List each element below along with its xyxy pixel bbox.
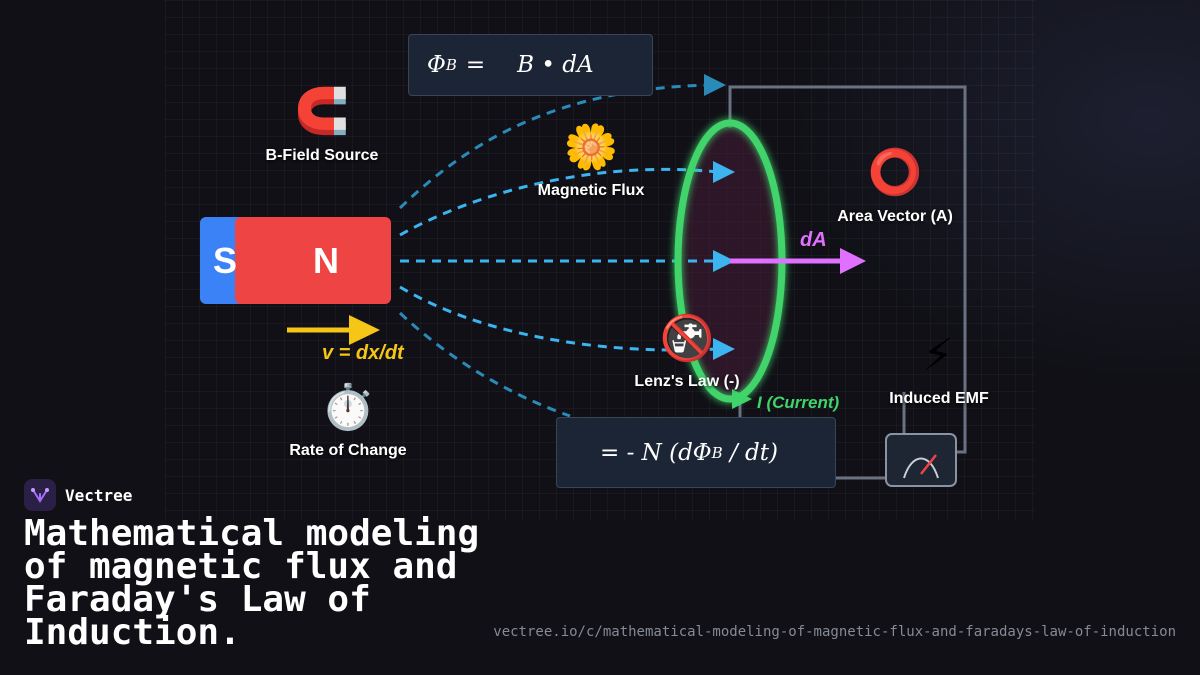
emf-prefix: = - N (dΦ [600, 439, 712, 466]
emf-suffix: / dt) [722, 439, 778, 466]
b-field-source-label: B-Field Source [265, 147, 379, 164]
field-line-outer-top [398, 83, 713, 210]
velocity-label: v = dx/dt [322, 342, 404, 364]
lenz-law-label: Lenz's Law (-) [634, 373, 740, 390]
brand-name: Vectree [65, 485, 133, 505]
source-url: vectree.io/c/mathematical-modeling-of-ma… [493, 624, 1176, 640]
rate-of-change-label: Rate of Change [289, 442, 407, 459]
page-title: Mathematical modeling of magnetic flux a… [24, 513, 480, 653]
brand: Vectree [24, 479, 132, 511]
no-drinking-icon: 🚱 [659, 313, 715, 364]
flux-symbol: Φ [427, 52, 446, 78]
field-arrow-outer-top [704, 74, 726, 96]
galvanometer-body [885, 433, 957, 487]
galvanometer-needle [920, 454, 937, 475]
field-line-upper [399, 167, 719, 237]
velocity-arrow [349, 315, 380, 345]
flux-equals: = [465, 52, 486, 78]
emf-subscript: B [711, 443, 723, 462]
galvanometer-scale [903, 457, 939, 479]
area-vector-arrow [840, 248, 866, 274]
magnet-north-label: N [313, 240, 339, 281]
da-label: dA [800, 229, 827, 251]
magnet-south-label: S [213, 240, 238, 281]
magnetic-flux-label: Magnetic Flux [537, 182, 645, 199]
lightning-icon: ⚡ [922, 330, 954, 381]
field-arrow-upper [713, 161, 735, 183]
circuit-wire [728, 85, 967, 454]
induced-emf-label: Induced EMF [889, 390, 989, 407]
current-arrow [732, 389, 752, 409]
field-arrow-center [713, 250, 735, 272]
current-label: I (Current) [757, 393, 840, 412]
area-vector-label: Area Vector (A) [837, 208, 953, 225]
brand-logo-icon [24, 479, 56, 511]
field-line-outer-bottom [398, 311, 571, 418]
magnet-north [235, 217, 391, 304]
flux-rhs: B • dA [517, 52, 594, 78]
flux-subscript: B [445, 56, 457, 74]
circle-icon: ⭕ [867, 147, 923, 198]
stopwatch-icon: ⏱️ [320, 382, 376, 433]
magnet-icon: 🧲 [294, 86, 350, 137]
flower-icon: 🌼 [563, 122, 619, 173]
field-line-lower [399, 285, 719, 352]
field-arrow-lower [713, 338, 735, 360]
